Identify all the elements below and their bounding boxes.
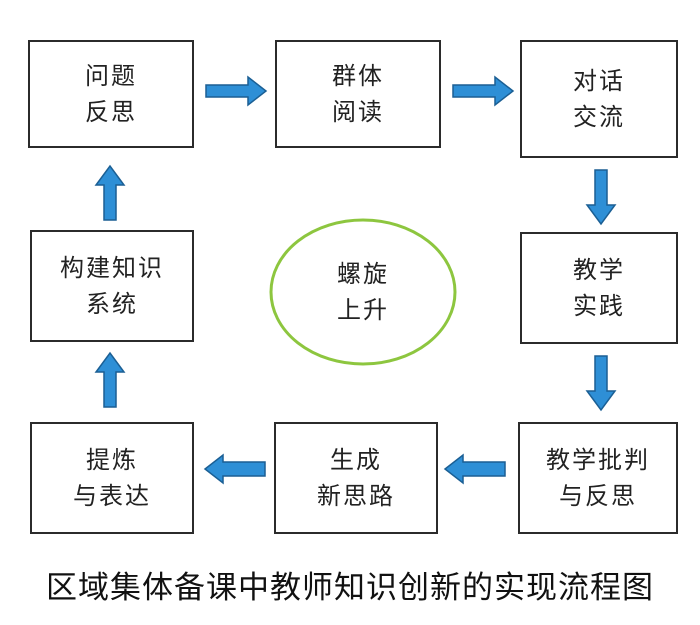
node-build-knowledge-system: 构建知识 系统 <box>30 230 194 342</box>
arrow-newthinking-to-refine <box>203 453 266 485</box>
node-label-line2: 实践 <box>573 292 625 320</box>
node-label-line2: 交流 <box>573 103 625 131</box>
node-label-line2: 与表达 <box>73 482 151 510</box>
center-ellipse <box>269 218 457 366</box>
node-label-line1: 教学 <box>573 256 625 284</box>
arrow-practice-to-critique <box>585 355 617 412</box>
arrow-dialogue-to-practice <box>585 169 617 226</box>
node-dialogue-exchange: 对话 交流 <box>520 40 678 158</box>
node-label-line1: 对话 <box>573 67 625 95</box>
node-label-line2: 与反思 <box>559 482 637 510</box>
node-label-line1: 提炼 <box>86 446 138 474</box>
arrow-reading-to-dialogue <box>452 75 515 107</box>
figure-caption: 区域集体备课中教师知识创新的实现流程图 <box>46 570 654 606</box>
center-label-line2: 上升 <box>337 296 389 324</box>
arrow-build-to-problem <box>94 164 126 221</box>
arrow-refine-to-build <box>94 351 126 408</box>
node-label-line1: 教学批判 <box>546 446 650 474</box>
center-label: 螺旋 上升 <box>270 218 456 366</box>
node-label-line2: 系统 <box>86 290 138 318</box>
node-label-line2: 反思 <box>85 98 137 126</box>
node-new-thinking: 生成 新思路 <box>274 422 438 534</box>
arrow-problem-to-reading <box>205 75 268 107</box>
node-teaching-critique: 教学批判 与反思 <box>518 422 678 534</box>
node-group-reading: 群体 阅读 <box>275 40 441 148</box>
node-label-line1: 构建知识 <box>60 254 164 282</box>
node-refine-express: 提炼 与表达 <box>30 422 194 534</box>
node-label-line1: 生成 <box>330 446 382 474</box>
node-problem-reflection: 问题 反思 <box>28 40 194 148</box>
arrow-critique-to-newthinking <box>443 453 506 485</box>
node-teaching-practice: 教学 实践 <box>520 232 678 344</box>
node-label-line2: 阅读 <box>332 98 384 126</box>
center-label-line1: 螺旋 <box>337 260 389 288</box>
node-label-line1: 问题 <box>85 62 137 90</box>
node-label-line1: 群体 <box>332 62 384 90</box>
node-label-line2: 新思路 <box>317 482 395 510</box>
